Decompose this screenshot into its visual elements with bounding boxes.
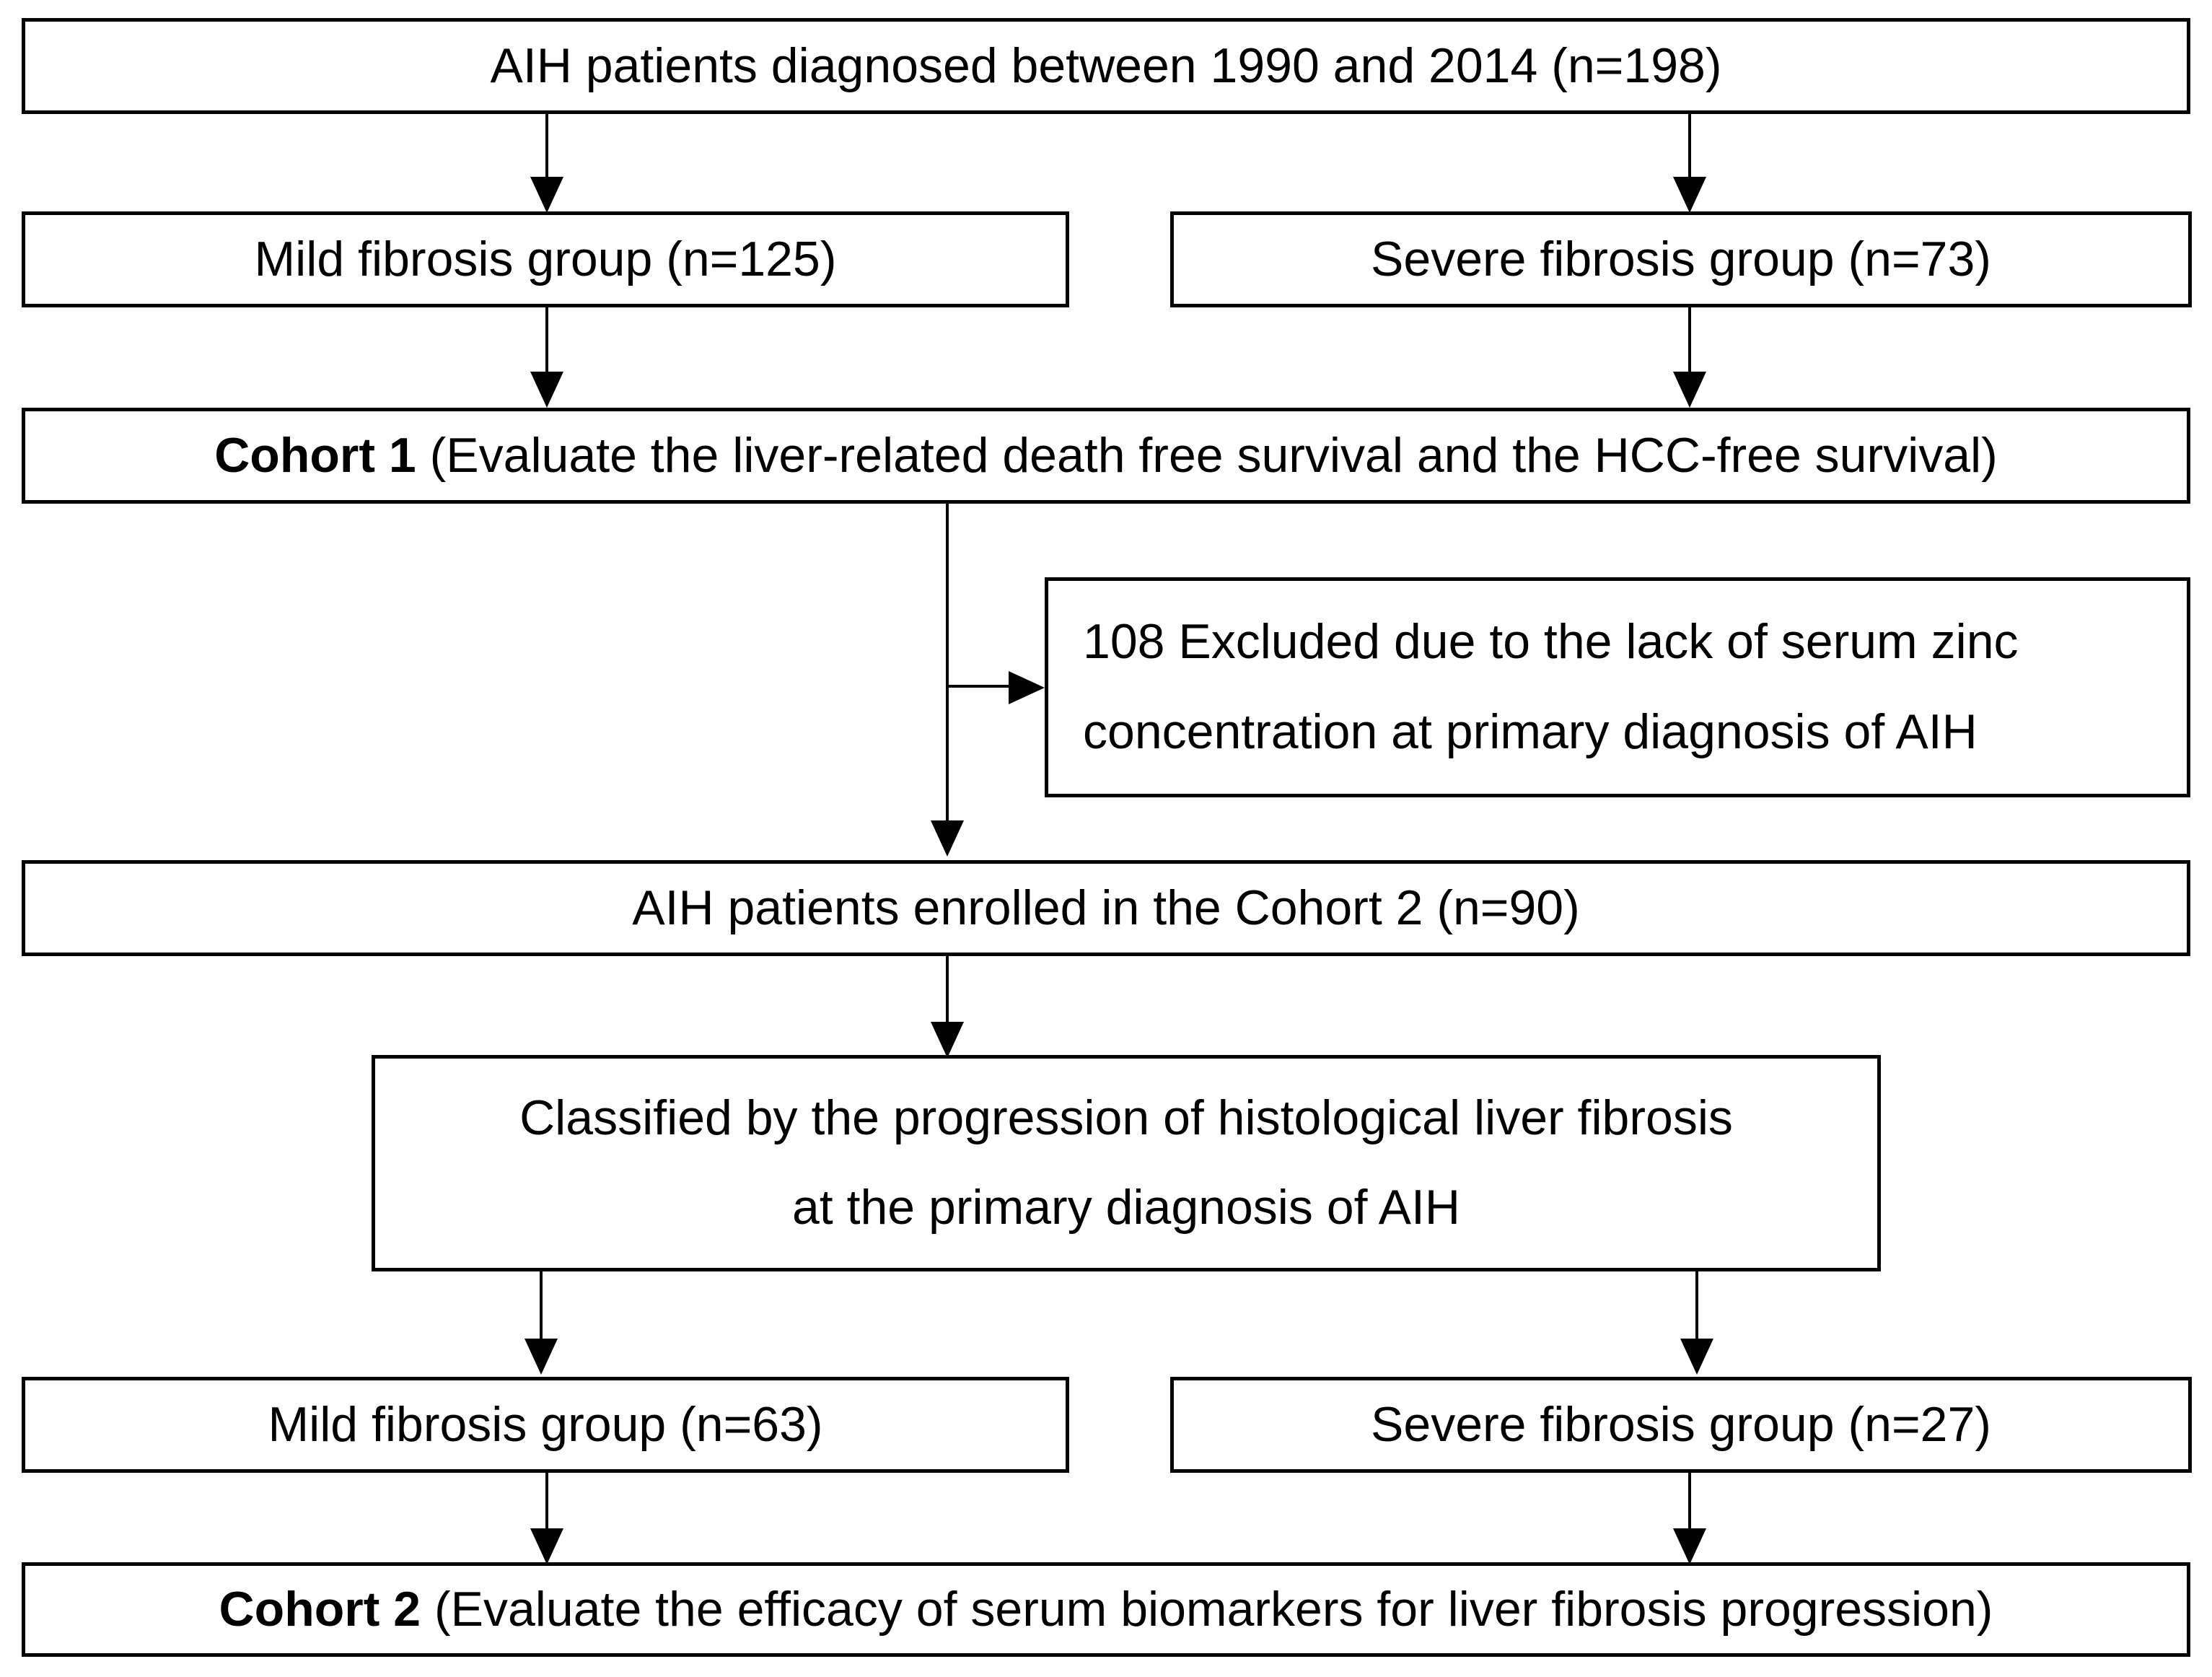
- arrowhead-down-icon: [931, 1022, 964, 1058]
- box-aih-patients-diagnosed: AIH patients diagnosed between 1990 and …: [22, 18, 2190, 114]
- connector-line: [946, 685, 1011, 688]
- box-cohort-2: Cohort 2 (Evaluate the efficacy of serum…: [22, 1562, 2190, 1657]
- box-severe-fibrosis-73-label: Severe fibrosis group (n=73): [1371, 231, 1991, 286]
- box-severe-fibrosis-27: Severe fibrosis group (n=27): [1170, 1377, 2192, 1473]
- connector-line: [946, 504, 949, 823]
- box-mild-fibrosis-125-label: Mild fibrosis group (n=125): [254, 231, 837, 286]
- connector-line: [540, 1271, 543, 1341]
- connector-line: [1688, 114, 1691, 179]
- box-mild-fibrosis-63-label: Mild fibrosis group (n=63): [268, 1396, 823, 1452]
- arrowhead-down-icon: [931, 820, 964, 857]
- connector-line: [1695, 1271, 1698, 1341]
- box-classified-line2: at the primary diagnosis of AIH: [791, 1180, 1460, 1235]
- cohort-2-description: (Evaluate the efficacy of serum biomarke…: [421, 1581, 1993, 1637]
- box-aih-patients-diagnosed-label: AIH patients diagnosed between 1990 and …: [490, 38, 1722, 93]
- box-cohort-2-label: Cohort 2 (Evaluate the efficacy of serum…: [219, 1580, 1993, 1639]
- connector-line: [545, 307, 548, 374]
- connector-line: [545, 1473, 548, 1531]
- cohort-1-description: (Evaluate the liver-related death free s…: [416, 427, 1998, 483]
- arrowhead-down-icon: [1673, 1528, 1706, 1564]
- box-classified-line1: Classified by the progression of histolo…: [519, 1090, 1733, 1146]
- cohort-1-title: Cohort 1: [214, 427, 416, 483]
- box-mild-fibrosis-63: Mild fibrosis group (n=63): [22, 1377, 1069, 1473]
- box-severe-fibrosis-27-label: Severe fibrosis group (n=27): [1371, 1396, 1991, 1452]
- connector-line: [545, 114, 548, 179]
- box-excluded-line2: concentration at primary diagnosis of AI…: [1083, 704, 1978, 760]
- connector-line: [1688, 307, 1691, 374]
- box-enrolled-cohort-2: AIH patients enrolled in the Cohort 2 (n…: [22, 860, 2190, 956]
- arrowhead-down-icon: [1673, 177, 1706, 213]
- arrowhead-down-icon: [530, 1528, 563, 1564]
- box-mild-fibrosis-125: Mild fibrosis group (n=125): [22, 211, 1069, 307]
- box-enrolled-cohort-2-label: AIH patients enrolled in the Cohort 2 (n…: [632, 880, 1580, 935]
- box-cohort-1-label: Cohort 1 (Evaluate the liver-related dea…: [214, 426, 1998, 486]
- box-cohort-1: Cohort 1 (Evaluate the liver-related dea…: [22, 408, 2190, 504]
- cohort-2-title: Cohort 2: [219, 1581, 421, 1637]
- arrowhead-down-icon: [530, 177, 563, 213]
- box-severe-fibrosis-73: Severe fibrosis group (n=73): [1170, 211, 2192, 307]
- arrowhead-down-icon: [1673, 372, 1706, 408]
- box-excluded-line1: 108 Excluded due to the lack of serum zi…: [1083, 613, 2019, 669]
- connector-line: [946, 956, 949, 1024]
- arrowhead-down-icon: [1680, 1339, 1713, 1375]
- arrowhead-down-icon: [525, 1339, 558, 1375]
- arrowhead-down-icon: [530, 372, 563, 408]
- arrowhead-right-icon: [1009, 671, 1045, 704]
- connector-line: [1688, 1473, 1691, 1531]
- box-classified: Classified by the progression of histolo…: [372, 1055, 1881, 1271]
- box-excluded: 108 Excluded due to the lack of serum zi…: [1045, 577, 2190, 797]
